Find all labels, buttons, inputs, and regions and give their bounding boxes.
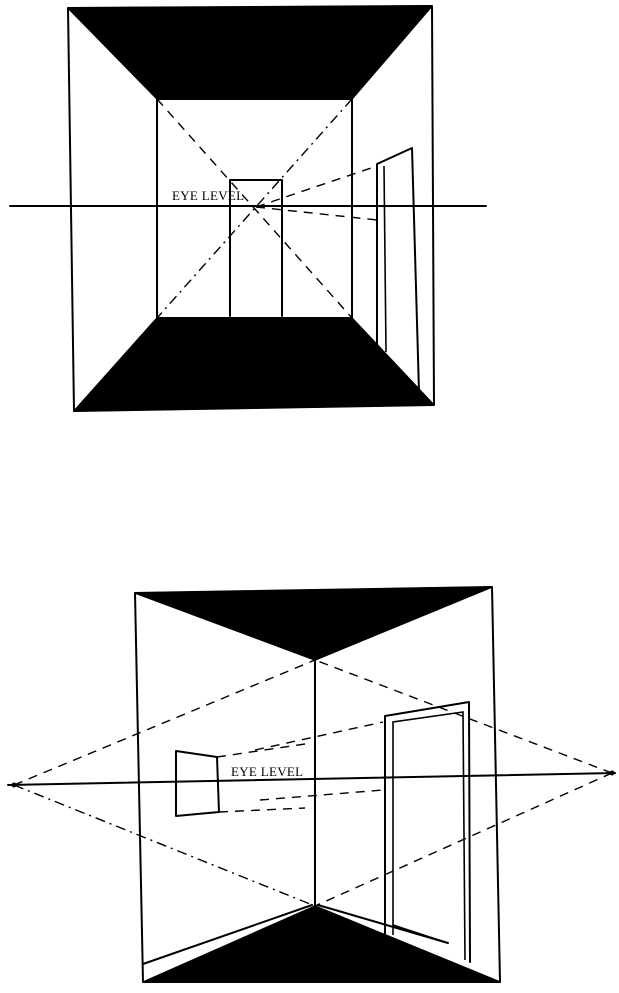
floor (73, 317, 435, 412)
ceiling (134, 586, 493, 661)
side-wall-door (376, 147, 420, 393)
floor (142, 905, 501, 983)
floor-guide-left (13, 784, 316, 907)
back-wall (156, 98, 353, 319)
door-threshold (392, 924, 449, 944)
wall-picture (175, 750, 220, 817)
ceiling-guide-right (314, 659, 613, 774)
picture-bottom-guide (218, 807, 306, 813)
eye-level-label: EYE LEVEL (172, 188, 244, 203)
door-bottom-convergence (255, 206, 378, 221)
ceiling (67, 5, 433, 100)
outer-frame (134, 586, 501, 983)
picture-top-guide (216, 743, 306, 758)
door-frame-inner (392, 711, 466, 961)
two-point-perspective-figure: EYE LEVEL (7, 586, 616, 983)
one-point-perspective-figure: EYE LEVEL (9, 5, 487, 412)
eye-level-line (7, 772, 616, 786)
baseboard-left (142, 904, 313, 965)
diagonal-guide (156, 98, 353, 319)
door-frame (384, 701, 471, 963)
outer-frame (67, 5, 435, 412)
door-top-convergence (255, 165, 378, 208)
eye-level-label: EYE LEVEL (231, 764, 303, 779)
diagonal-guide (156, 98, 353, 319)
back-wall-door (229, 179, 283, 317)
ceiling-guide-left (13, 659, 316, 786)
door-bottom-guide (259, 789, 384, 801)
side-wall-door-jamb (383, 165, 387, 353)
door-top-guide (254, 721, 384, 751)
